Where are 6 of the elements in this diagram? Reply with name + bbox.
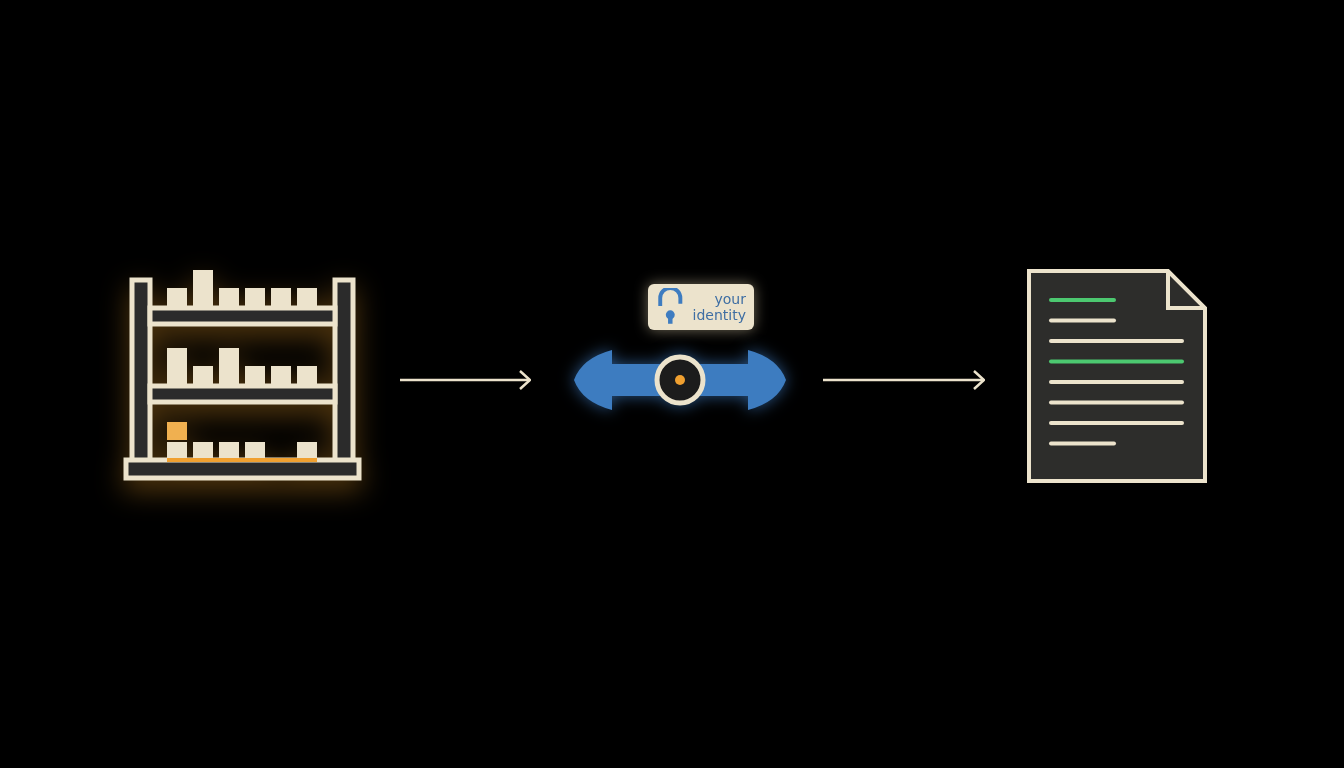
double-arrow-drawing <box>572 350 788 410</box>
tag-text: your identity <box>692 291 746 323</box>
document-drawing <box>1026 268 1208 484</box>
arrow <box>823 369 986 391</box>
identity-tag <box>648 284 754 330</box>
arrow <box>400 369 532 391</box>
